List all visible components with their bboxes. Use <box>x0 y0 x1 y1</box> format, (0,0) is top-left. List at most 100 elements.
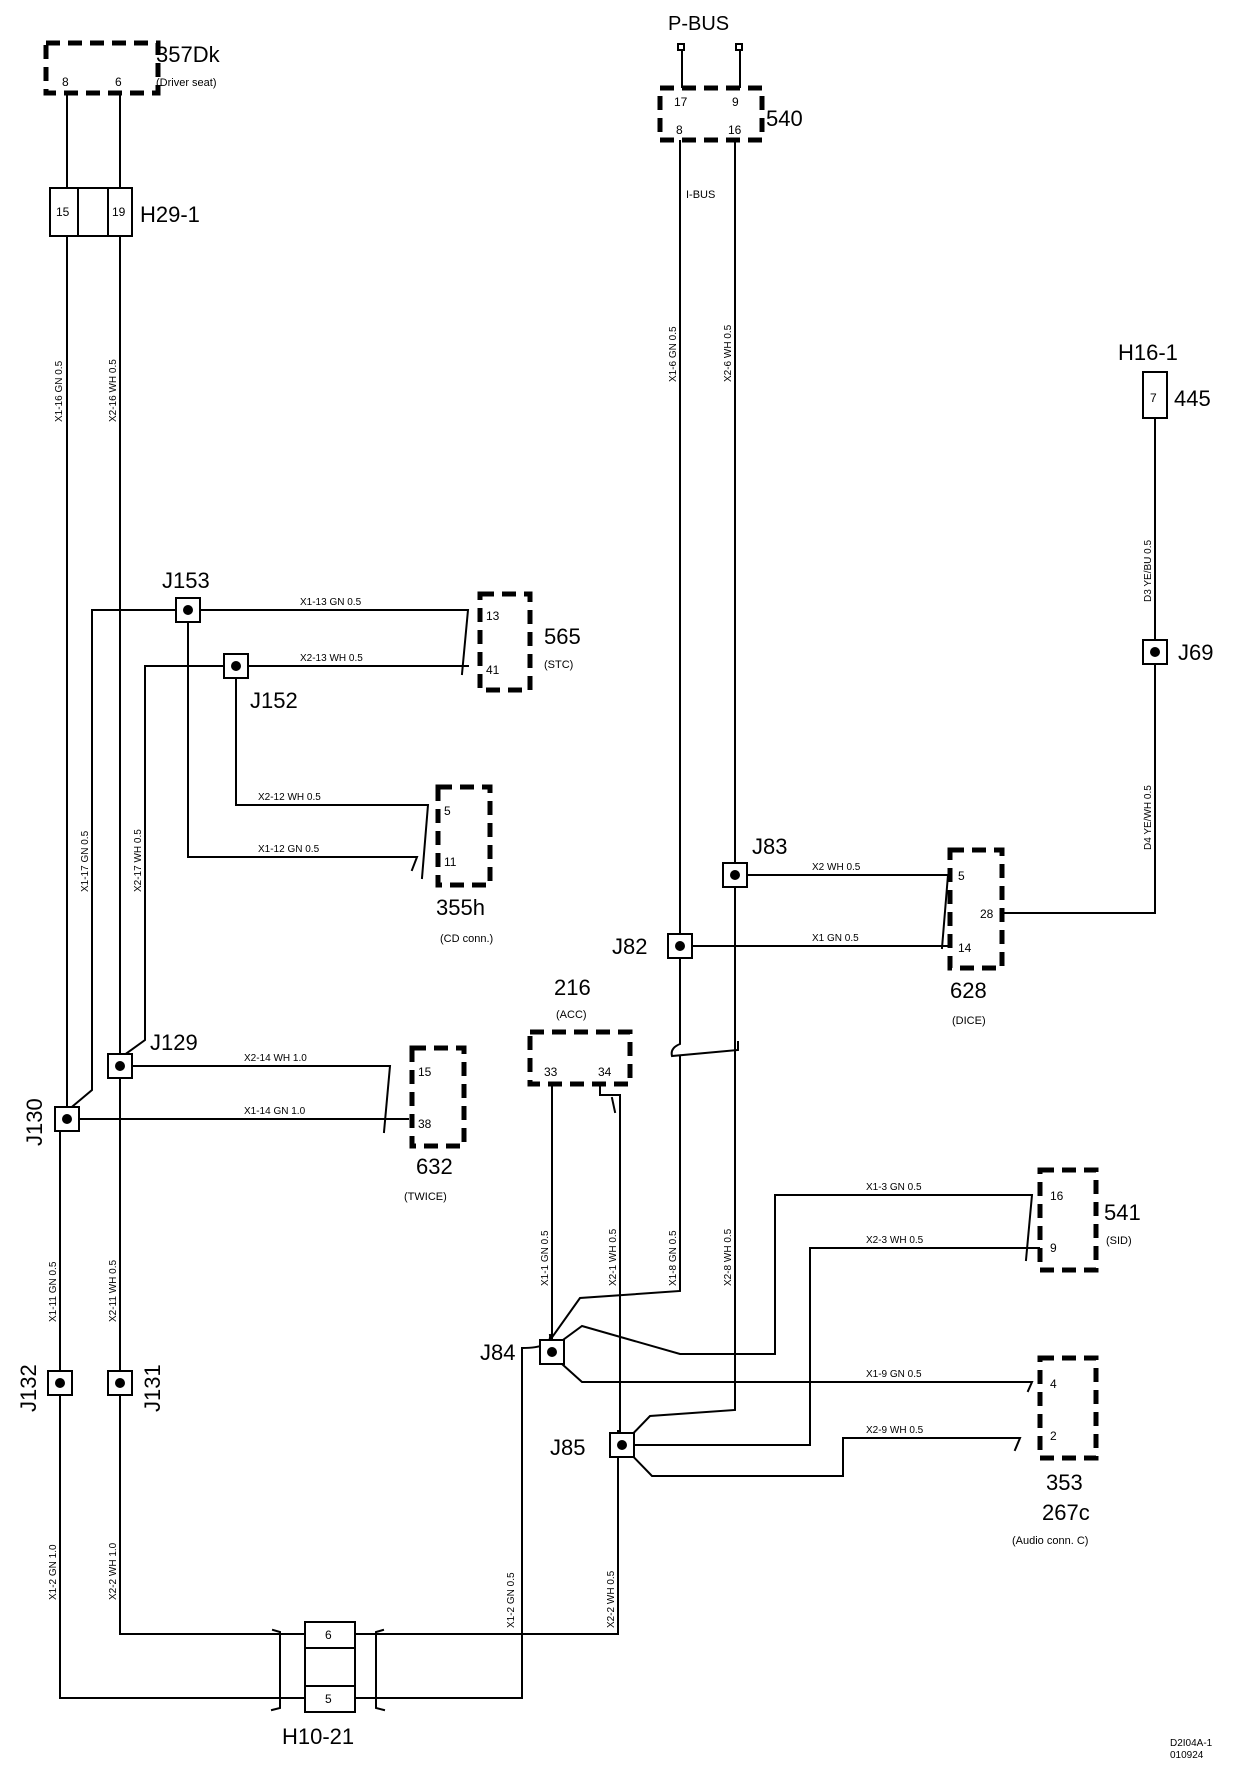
pbus-terminal <box>735 43 743 51</box>
wire-j130-j153 <box>65 609 189 1113</box>
wire-label: X1-6 GN 0.5 <box>668 326 679 382</box>
i-bus-label: I-BUS <box>686 189 715 201</box>
wire-628-j69 <box>1001 651 1156 914</box>
wire-label: X1-11 GN 0.5 <box>48 1261 59 1322</box>
pin-label: 28 <box>980 907 994 921</box>
wire-j130-j132 <box>59 1057 121 1384</box>
pin-label: 2 <box>1050 1429 1057 1443</box>
component-216: 216 (ACC) 33 34 <box>527 975 633 1087</box>
wire-to-565 <box>187 609 470 676</box>
connector-h16-box <box>1142 371 1168 419</box>
pin-label: 16 <box>728 123 742 137</box>
pin-label: 33 <box>544 1065 558 1079</box>
pin-label: 9 <box>732 95 739 109</box>
component-628: 5 28 14 628 (DICE) <box>947 847 1005 1027</box>
junction-label: J85 <box>550 1435 585 1460</box>
wire-label: X1-1 GN 0.5 <box>540 1230 551 1286</box>
component-desc: (DICE) <box>952 1015 986 1027</box>
junction-j85: J85 <box>550 1432 635 1460</box>
component-565-box <box>477 591 533 693</box>
component-565: 13 41 565 (STC) <box>477 591 581 693</box>
junction-j84: J84 <box>480 1339 565 1365</box>
wire-label: X1-2 GN 1.0 <box>48 1544 59 1600</box>
junction-label: J130 <box>22 1098 47 1146</box>
junction-label: J82 <box>612 934 647 959</box>
pin-label: 17 <box>674 95 688 109</box>
wire-label: X1-8 GN 0.5 <box>668 1230 679 1286</box>
pin-label: 34 <box>598 1065 612 1079</box>
diagram-code: D2I04A-1 <box>1170 1738 1213 1749</box>
pin-label: 5 <box>325 1692 332 1706</box>
pin-label: 41 <box>486 663 500 677</box>
wire-label: X1-9 GN 0.5 <box>866 1369 922 1380</box>
junction-j132: J132 <box>16 1364 73 1412</box>
wire-bus-kink <box>670 941 739 1058</box>
junction-j153: J153 <box>162 568 210 623</box>
component-id: 628 <box>950 978 987 1003</box>
wire-label: X2-9 WH 0.5 <box>866 1425 924 1436</box>
wire-j84-353 <box>550 1353 1034 1393</box>
connector-id: H10-21 <box>282 1724 354 1749</box>
component-id: 445 <box>1174 386 1211 411</box>
wire-to-h10 <box>59 1382 306 1699</box>
component-id: 541 <box>1104 1200 1141 1225</box>
p-bus-label: P-BUS <box>668 13 729 35</box>
junction-label: J131 <box>140 1364 165 1412</box>
component-id: 565 <box>544 624 581 649</box>
wire-label: X1-3 GN 0.5 <box>866 1182 922 1193</box>
component-id: 540 <box>766 106 803 131</box>
wire-label: X1-12 GN 0.5 <box>258 844 320 855</box>
pin-label: 4 <box>1050 1377 1057 1391</box>
connector-h29: 15 19 H29-1 <box>49 187 200 237</box>
wire-j153-355 <box>187 609 419 872</box>
component-desc: (ACC) <box>556 1009 587 1021</box>
component-216-box <box>527 1029 633 1087</box>
component-540-box <box>657 85 765 143</box>
component-357dk: 8 6 357Dk (Driver seat) <box>43 40 221 96</box>
wire-label: X2-1 WH 0.5 <box>608 1228 619 1286</box>
connector-h10-box <box>304 1621 356 1713</box>
pin-label: 7 <box>1150 391 1157 405</box>
wire-540-down <box>679 125 736 943</box>
connector-h16: H16-1 7 445 <box>1118 340 1211 419</box>
component-541-box <box>1037 1167 1099 1273</box>
junctions: J153 J152 J129 J130 J132 J131 J83 J82 <box>16 568 1213 1460</box>
pin-label: 13 <box>486 609 500 623</box>
pin-label: 6 <box>115 75 122 89</box>
diagram-date: 010924 <box>1170 1750 1204 1761</box>
connector-h29-box <box>49 187 133 237</box>
wire-j84-541 <box>550 1194 1034 1355</box>
component-id: 353 <box>1046 1470 1083 1495</box>
pin-label: 9 <box>1050 1241 1057 1255</box>
junction-label: J83 <box>752 834 787 859</box>
pin-label: 15 <box>56 205 70 219</box>
junction-j69: J69 <box>1142 639 1213 665</box>
wire-label: X1-17 GN 0.5 <box>80 830 91 892</box>
wire-label: X2-2 WH 0.5 <box>606 1570 617 1628</box>
component-id: 267c <box>1042 1500 1090 1525</box>
wire-label: X2-2 WH 1.0 <box>108 1542 119 1600</box>
junction-label: J69 <box>1178 640 1213 665</box>
wire-216 <box>551 1083 621 1432</box>
wire-label: X2-6 WH 0.5 <box>723 324 734 382</box>
pin-label: 5 <box>444 804 451 818</box>
wire-label: X2-13 WH 0.5 <box>300 653 363 664</box>
wire-label: X1-13 GN 0.5 <box>300 597 362 608</box>
component-id: 216 <box>554 975 591 1000</box>
wire-h29-down <box>66 235 121 1112</box>
component-id: 357Dk <box>156 42 221 67</box>
component-632-box <box>409 1045 467 1149</box>
component-desc: (TWICE) <box>404 1191 447 1203</box>
component-desc: (Driver seat) <box>156 77 217 89</box>
wire-label: X2-11 WH 0.5 <box>108 1260 119 1322</box>
pin-label: 8 <box>62 75 69 89</box>
component-desc: (SID) <box>1106 1235 1132 1247</box>
wire-label: X2 WH 0.5 <box>812 862 861 873</box>
junction-j130: J130 <box>22 1098 80 1146</box>
pin-label: 8 <box>676 123 683 137</box>
junction-label: J132 <box>16 1364 41 1412</box>
pin-label: 19 <box>112 205 126 219</box>
component-632: 15 38 632 (TWICE) <box>404 1045 467 1203</box>
junction-j82: J82 <box>612 933 693 959</box>
